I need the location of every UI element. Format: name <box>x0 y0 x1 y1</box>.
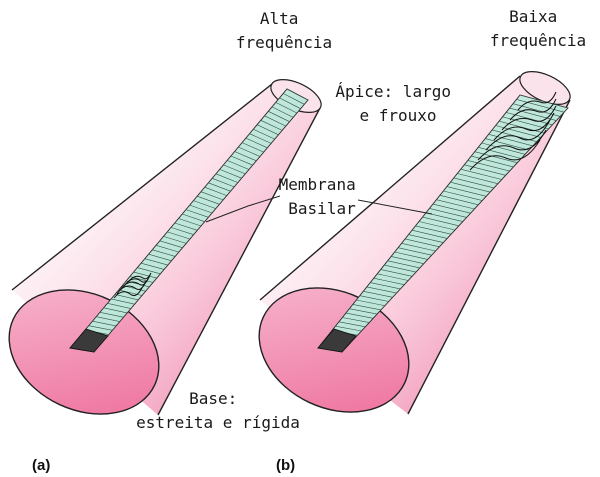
high-frequency-line1: Alta <box>260 9 299 28</box>
basilar-membrane-label: Membrana Basilar <box>279 175 366 218</box>
membrane-line1: Membrana <box>279 175 356 194</box>
base-line1: Base: <box>189 389 237 408</box>
panel-label-a: (a) <box>32 457 50 474</box>
apex-line1: Ápice: largo <box>335 82 451 101</box>
panel-label-b: (b) <box>276 457 295 474</box>
low-frequency-label: Baixa frequência <box>490 7 586 50</box>
base-line2: estreita e rígida <box>136 413 300 432</box>
cochlea-a <box>0 73 326 438</box>
membrane-line2: Basilar <box>288 199 356 218</box>
low-frequency-line1: Baixa <box>509 7 557 26</box>
high-frequency-label: Alta frequência <box>236 9 332 52</box>
high-frequency-line2: frequência <box>236 33 332 52</box>
apex-label: Ápice: largo e frouxo <box>335 82 460 125</box>
low-frequency-line2: frequência <box>490 31 586 50</box>
apex-line2: e frouxo <box>359 106 436 125</box>
